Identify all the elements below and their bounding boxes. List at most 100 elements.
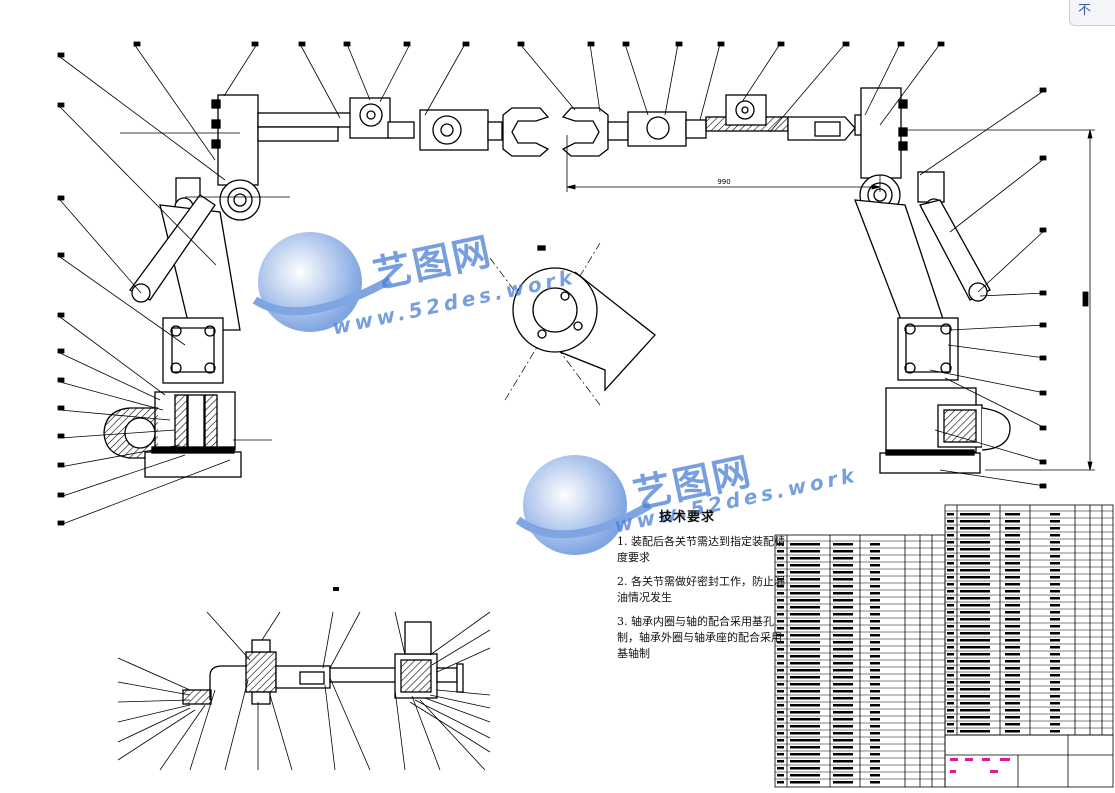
table-cell-mark [777, 606, 784, 609]
table-cell-mark [1005, 632, 1020, 635]
tech-requirement-2: 2. 各关节需做好密封工作，防止漏油情况发生 [617, 575, 785, 604]
table-cell-mark [833, 760, 853, 763]
table-cell-mark [960, 646, 990, 649]
table-cell-mark [1005, 730, 1020, 733]
table-cell-mark [1005, 611, 1020, 614]
table-cell-mark [870, 550, 880, 553]
table-cell-mark [960, 569, 990, 572]
table-cell-mark [777, 592, 784, 595]
title-block-mark [1000, 758, 1010, 761]
table-cell-mark [870, 585, 880, 588]
table-cell-mark [960, 660, 990, 663]
table-cell-mark [960, 604, 990, 607]
title-block-mark [982, 758, 990, 761]
table-cell-mark [1050, 548, 1060, 551]
table-cell-mark [960, 716, 990, 719]
table-cell-mark [960, 674, 990, 677]
table-cell-mark [960, 541, 990, 544]
table-cell-mark [947, 590, 954, 593]
table-cell-mark [1050, 520, 1060, 523]
table-cell-mark [833, 648, 853, 651]
table-cell-mark [790, 550, 820, 553]
table-cell-mark [870, 627, 880, 630]
table-cell-mark [777, 732, 784, 735]
table-cell-mark [870, 781, 880, 784]
table-cell-mark [777, 543, 784, 546]
table-cell-mark [870, 578, 880, 581]
table-cell-mark [777, 571, 784, 574]
table-cell-mark [1005, 555, 1020, 558]
table-cell-mark [947, 534, 954, 537]
table-cell-mark [870, 704, 880, 707]
table-cell-mark [1005, 534, 1020, 537]
table-cell-mark [947, 527, 954, 530]
table-cell-mark [1050, 716, 1060, 719]
title-block-mark [950, 758, 958, 761]
table-cell-mark [870, 606, 880, 609]
right-robot-view [561, 87, 1011, 474]
table-cell-mark [833, 676, 853, 679]
table-cell-mark [1050, 709, 1060, 712]
table-cell-mark [947, 660, 954, 663]
table-cell-mark [870, 613, 880, 616]
table-cell-mark [960, 702, 990, 705]
table-cell-mark [790, 781, 820, 784]
table-cell-mark [1050, 667, 1060, 670]
table-cell-mark [833, 550, 853, 553]
table-cell-mark [960, 709, 990, 712]
table-cell-mark [960, 688, 990, 691]
table-cell-mark [1050, 695, 1060, 698]
table-cell-mark [870, 557, 880, 560]
table-cell-mark [947, 639, 954, 642]
table-cell-mark [870, 690, 880, 693]
table-cell-mark [777, 599, 784, 602]
table-cell-mark [1050, 688, 1060, 691]
table-cell-mark [960, 730, 990, 733]
table-cell-mark [947, 597, 954, 600]
table-cell-mark [790, 697, 820, 700]
table-cell-mark [833, 746, 853, 749]
table-cell-mark [960, 632, 990, 635]
table-cell-mark [833, 725, 853, 728]
table-cell-mark [790, 557, 820, 560]
table-cell-mark [947, 653, 954, 656]
bottom-leader-lines [117, 611, 491, 771]
title-block-mark [965, 758, 973, 761]
table-cell-mark [1005, 541, 1020, 544]
table-cell-mark [1005, 681, 1020, 684]
table-cell-mark [777, 746, 784, 749]
table-cell-mark [1050, 604, 1060, 607]
table-cell-mark [870, 641, 880, 644]
table-cell-mark [870, 683, 880, 686]
table-cell-mark [833, 704, 853, 707]
table-cell-mark [870, 760, 880, 763]
table-cell-mark [960, 611, 990, 614]
table-cell-mark [960, 576, 990, 579]
table-cell-mark [947, 674, 954, 677]
table-cell-mark [960, 597, 990, 600]
tech-requirement-1: 1. 装配后各关节需达到指定装配精度要求 [617, 535, 785, 564]
table-cell-mark [947, 569, 954, 572]
parts-list-table [774, 504, 1114, 788]
table-cell-mark [960, 653, 990, 656]
table-cell-mark [960, 590, 990, 593]
corner-tab-button[interactable]: 不 [1069, 0, 1115, 26]
table-cell-mark [833, 641, 853, 644]
table-cell-mark [777, 774, 784, 777]
table-cell-mark [1050, 611, 1060, 614]
table-cell-mark [960, 681, 990, 684]
table-cell-mark [833, 627, 853, 630]
table-cell-mark [833, 620, 853, 623]
table-cell-mark [870, 592, 880, 595]
table-cell-mark [790, 655, 820, 658]
table-cell-mark [777, 718, 784, 721]
table-cell-mark [1050, 639, 1060, 642]
table-cell-mark [790, 746, 820, 749]
table-cell-mark [790, 620, 820, 623]
table-cell-mark [1050, 583, 1060, 586]
table-cell-mark [790, 543, 820, 546]
table-cell-mark [790, 571, 820, 574]
table-cell-mark [947, 541, 954, 544]
table-cell-mark [777, 704, 784, 707]
table-cell-mark [1005, 590, 1020, 593]
